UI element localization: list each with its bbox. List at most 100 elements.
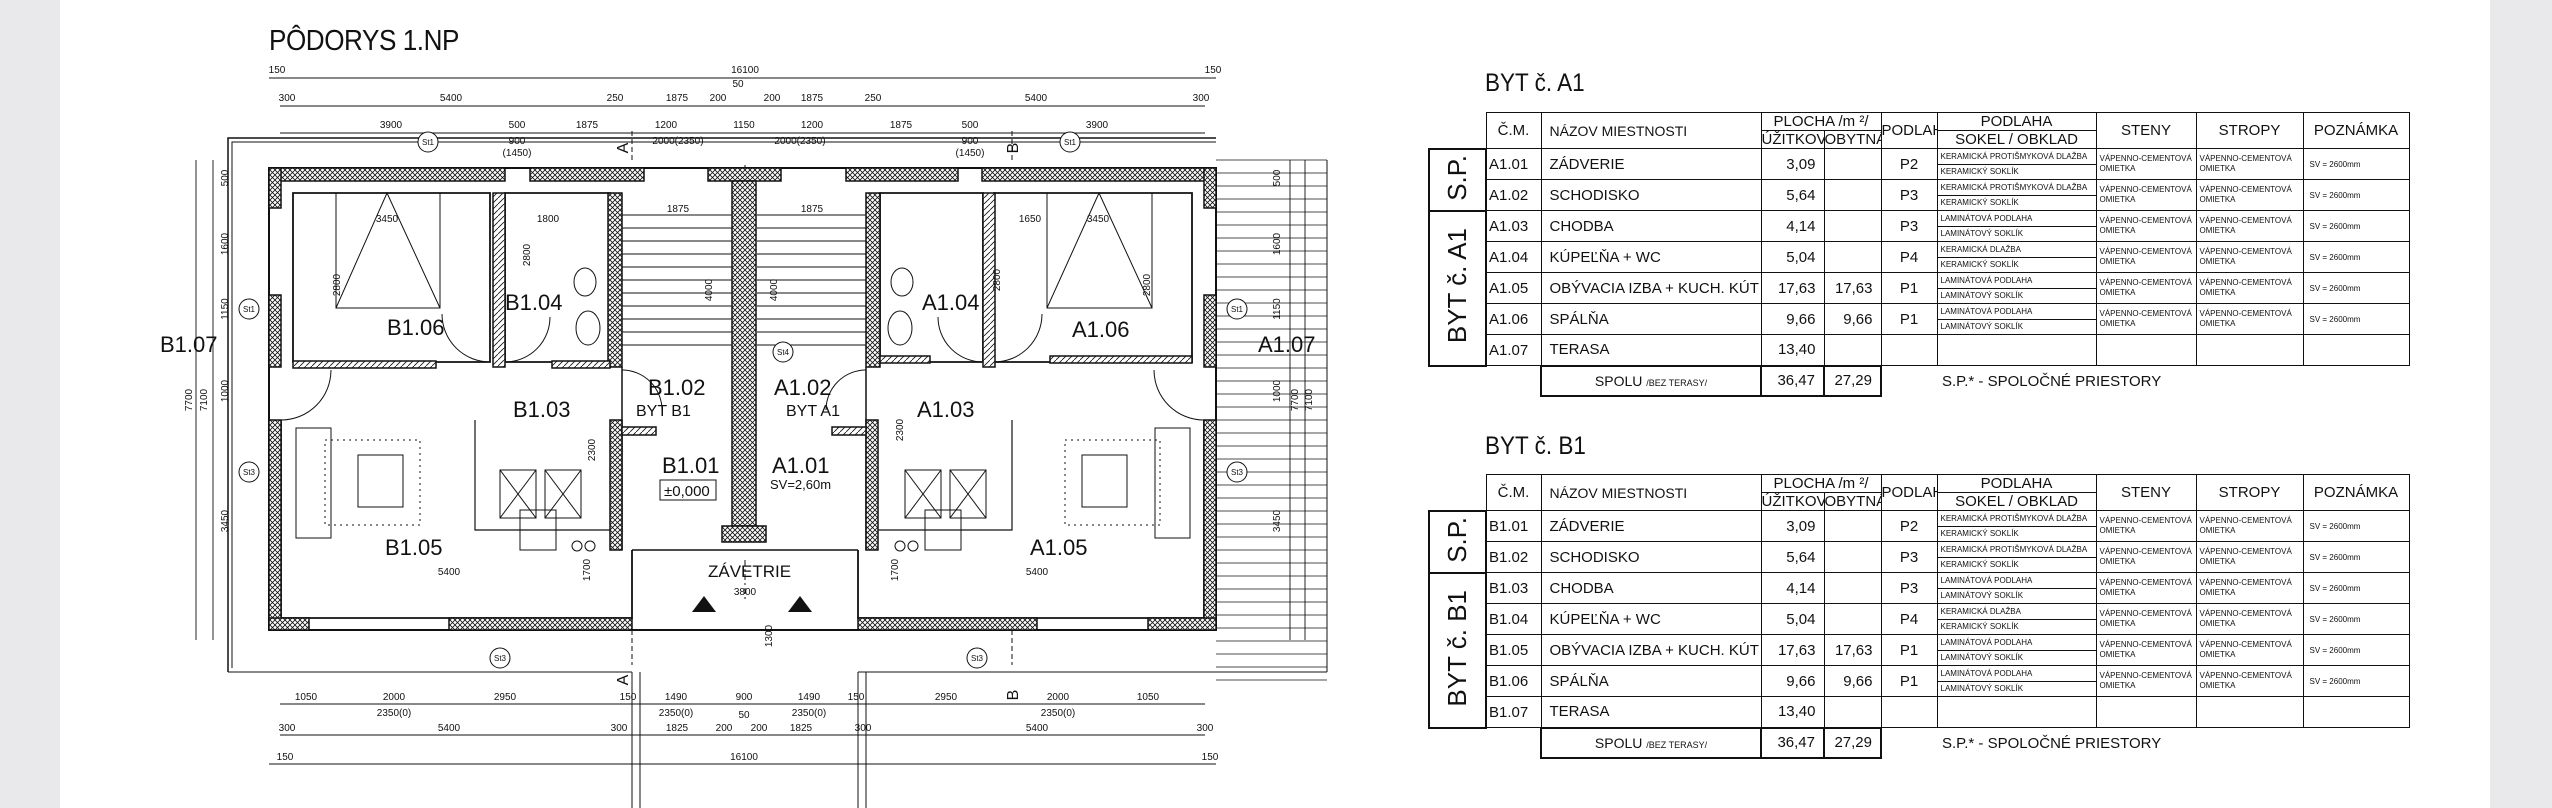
section-marker-label: B xyxy=(1005,690,1022,701)
level-label: ±0,000 xyxy=(664,483,710,500)
living-area: 9,66 xyxy=(1823,665,1882,697)
room-note: SV = 2600mm xyxy=(2302,241,2410,273)
room-label-b105: B1.05 xyxy=(385,535,443,560)
living-area xyxy=(1823,603,1882,635)
room-label-a105: A1.05 xyxy=(1030,535,1088,560)
dimension-label: 3450 xyxy=(1087,214,1110,225)
room-label-zavetrie: ZÁVETRIE xyxy=(708,562,791,581)
grid-marker-label: St3 xyxy=(494,654,507,663)
dimension-label: 1875 xyxy=(801,204,824,215)
room-name: KÚPEĽŇA + WC xyxy=(1540,603,1762,635)
room-number: B1.03 xyxy=(1485,572,1542,604)
wall-finish xyxy=(2095,334,2197,366)
room-note: SV = 2600mm xyxy=(2302,603,2410,635)
wall-finish: VÁPENNO-CEMENTOVÁ OMIETKA xyxy=(2095,148,2197,180)
room-number: A1.05 xyxy=(1485,272,1542,304)
dimension-label: 5400 xyxy=(440,93,463,104)
dimension-label: 50 xyxy=(732,79,744,90)
room-number: A1.04 xyxy=(1485,241,1542,273)
room-name: OBÝVACIA IZBA + KUCH. KÚT xyxy=(1540,272,1762,304)
dimension-label: 2350(0) xyxy=(377,708,411,719)
header-note: POZNÁMKA xyxy=(2302,112,2410,149)
dimension-label: 300 xyxy=(1193,93,1210,104)
header-name: NÁZOV MIESTNOSTI xyxy=(1540,112,1762,149)
skirting-material: KERAMICKÝ SOKLÍK xyxy=(1940,528,2019,538)
room-name: SPÁLŇA xyxy=(1540,665,1762,697)
dimension-label: 1200 xyxy=(655,120,678,131)
grid-marker-circle xyxy=(489,647,511,669)
header-ceiling: STROPY xyxy=(2195,474,2304,511)
floor-code xyxy=(1880,334,1938,366)
room-number: B1.05 xyxy=(1485,634,1542,666)
wall-finish: VÁPENNO-CEMENTOVÁ OMIETKA xyxy=(2095,179,2197,211)
floor-material: KERAMICKÁ PROTIŠMYKOVÁ DLAŽBA xyxy=(1938,512,2095,527)
dimension-label: 2800 xyxy=(1142,273,1153,296)
right-margin-band xyxy=(2490,0,2552,808)
room-name: OBÝVACIA IZBA + KUCH. KÚT xyxy=(1540,634,1762,666)
ceiling-finish: VÁPENNO-CEMENTOVÁ OMIETKA xyxy=(2195,241,2304,273)
floor-code: P2 xyxy=(1880,148,1938,180)
skirting-material: KERAMICKÝ SOKLÍK xyxy=(1940,559,2019,569)
grid-marker-label: St1 xyxy=(1231,305,1244,314)
dimension-label: 1300 xyxy=(764,624,775,647)
ceiling-finish: VÁPENNO-CEMENTOVÁ OMIETKA xyxy=(2195,541,2304,573)
usable-area: 9,66 xyxy=(1760,303,1825,335)
staircase xyxy=(622,214,866,346)
room-name: SCHODISKO xyxy=(1540,179,1762,211)
floor-code: P2 xyxy=(1880,510,1938,542)
entrance-arrow-icons xyxy=(692,596,812,612)
dimension-label: 5400 xyxy=(1026,567,1049,578)
room-label-b107: B1.07 xyxy=(160,332,218,357)
dimension-label: 16100 xyxy=(730,752,758,763)
floor-code: P3 xyxy=(1880,541,1938,573)
room-note xyxy=(2302,696,2410,728)
dimension-label: 1490 xyxy=(798,692,821,703)
plan-drawing xyxy=(195,77,1328,808)
living-area xyxy=(1823,541,1882,573)
dimension-label: 1875 xyxy=(801,93,824,104)
floor-code: P1 xyxy=(1880,272,1938,304)
room-number: A1.02 xyxy=(1485,179,1542,211)
dimension-label: 2000 xyxy=(383,692,406,703)
dimension-label: 7100 xyxy=(1304,388,1315,411)
room-label-b106: B1.06 xyxy=(387,315,445,340)
dimension-label: 4000 xyxy=(704,278,715,301)
room-name: CHODBA xyxy=(1540,572,1762,604)
room-note: SV = 2600mm xyxy=(2302,634,2410,666)
section-marker-label: A xyxy=(615,142,632,153)
grid-marker-circle xyxy=(966,647,988,669)
ceiling-finish: VÁPENNO-CEMENTOVÁ OMIETKA xyxy=(2195,210,2304,242)
dimension-label: 1050 xyxy=(1137,692,1160,703)
room-note: SV = 2600mm xyxy=(2302,148,2410,180)
dimension-label: 150 xyxy=(620,692,637,703)
total-living: 27,29 xyxy=(1823,726,1882,759)
dimension-label: 900 xyxy=(962,136,979,147)
dimension-label: (1450) xyxy=(956,148,985,159)
dimension-label: 250 xyxy=(607,93,624,104)
dimension-label: 1825 xyxy=(790,723,813,734)
usable-area: 5,64 xyxy=(1760,541,1825,573)
dimension-label: 3900 xyxy=(1086,120,1109,131)
dimension-label: 1650 xyxy=(1019,214,1042,225)
floor-code: P3 xyxy=(1880,572,1938,604)
usable-area: 3,09 xyxy=(1760,510,1825,542)
header-walls: STENY xyxy=(2095,112,2197,149)
label-byt-b1: BYT B1 xyxy=(636,403,691,420)
dimension-label: 500 xyxy=(509,120,526,131)
dimension-label: 150 xyxy=(269,65,286,76)
floor-material: LAMINÁTOVÁ PODLAHA xyxy=(1938,212,2095,227)
skirting-material: LAMINÁTOVÝ SOKLÍK xyxy=(1940,290,2024,300)
floor-material: LAMINÁTOVÁ PODLAHA xyxy=(1938,574,2095,589)
